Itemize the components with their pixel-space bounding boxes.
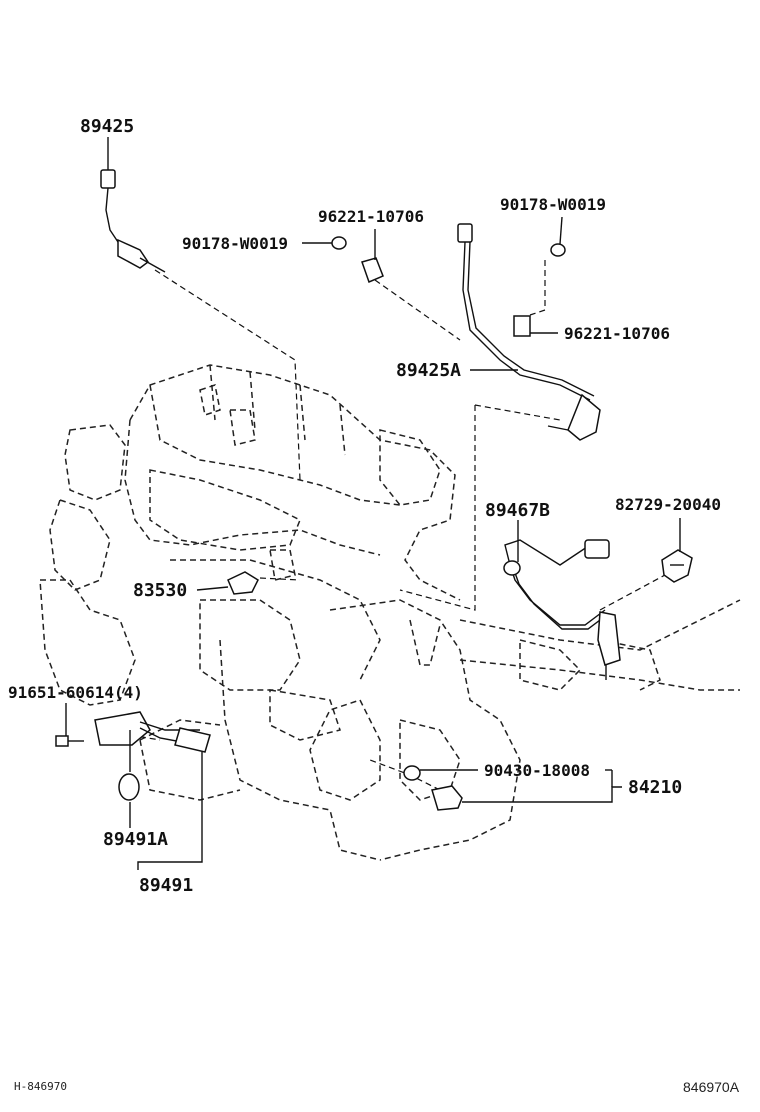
- part-labels: 89425 96221-10706 90178-W0019 90178-W001…: [8, 116, 721, 896]
- bracket-96221-right-icon[interactable]: [513, 315, 531, 337]
- sender-83530-icon[interactable]: [227, 571, 259, 595]
- label-82729[interactable]: 82729-20040: [615, 495, 721, 514]
- footer-right-code: 846970A: [683, 1079, 740, 1095]
- sensor-89425a-icon[interactable]: [457, 223, 601, 441]
- label-83530[interactable]: 83530: [133, 580, 187, 601]
- leader-lines: [65, 137, 681, 870]
- sensor-89491-icon[interactable]: [94, 711, 211, 753]
- switch-84210-icon[interactable]: [431, 785, 463, 811]
- bolt-91651-icon[interactable]: [55, 735, 84, 747]
- label-84210[interactable]: 84210: [628, 777, 682, 798]
- o-ring-89491a-icon[interactable]: [118, 773, 140, 801]
- label-96221-right[interactable]: 96221-10706: [564, 324, 670, 343]
- nut-90178-right-icon[interactable]: [550, 243, 566, 257]
- label-90430[interactable]: 90430-18008: [484, 761, 590, 780]
- sensor-89467b-icon[interactable]: [503, 539, 621, 680]
- gasket-90430-icon[interactable]: [403, 765, 421, 781]
- label-89425[interactable]: 89425: [80, 116, 134, 137]
- label-91651[interactable]: 91651-60614(4): [8, 683, 143, 702]
- footer-left-code: H-846970: [14, 1080, 67, 1093]
- bracket-96221-left-icon[interactable]: [361, 257, 384, 284]
- label-96221-top[interactable]: 96221-10706: [318, 207, 424, 226]
- label-90178-left[interactable]: 90178-W0019: [182, 234, 288, 253]
- clip-82729-icon[interactable]: [661, 549, 693, 583]
- sensor-89425-icon[interactable]: [100, 169, 166, 273]
- label-90178-right[interactable]: 90178-W0019: [500, 195, 606, 214]
- label-89425a[interactable]: 89425A: [396, 360, 461, 381]
- label-89491a[interactable]: 89491A: [103, 829, 168, 850]
- label-89491[interactable]: 89491: [139, 875, 193, 896]
- label-89467b[interactable]: 89467B: [485, 500, 550, 521]
- nut-90178-left-icon[interactable]: [331, 236, 347, 250]
- engine-outline: [39, 364, 741, 861]
